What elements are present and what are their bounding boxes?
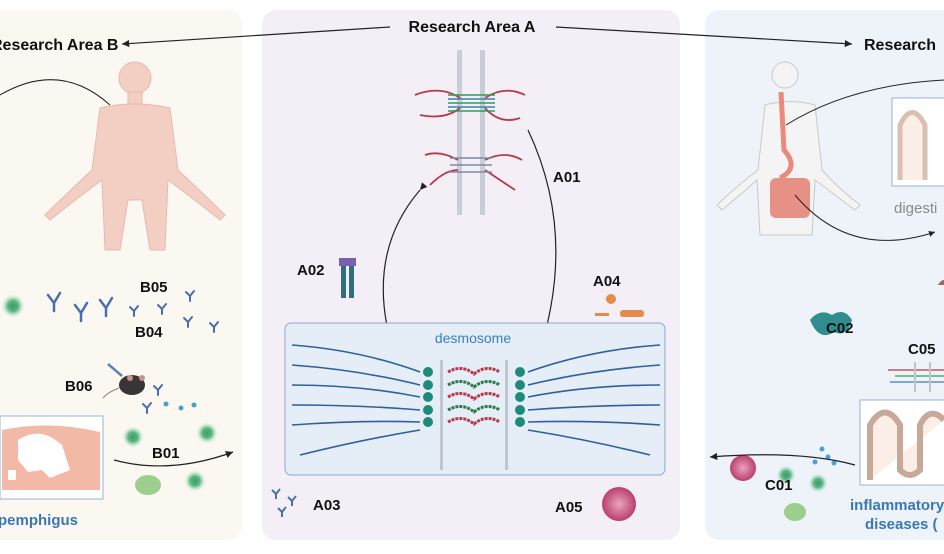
arrow-to-area-c <box>555 26 853 48</box>
label-a04: A04 <box>593 273 621 290</box>
arrow-c01 <box>709 452 856 466</box>
title-area-a: Research Area A <box>409 19 536 36</box>
connector-line <box>0 79 111 106</box>
antibody-icons <box>46 290 219 414</box>
mouse-icon <box>102 363 145 399</box>
label-a03: A03 <box>313 497 341 514</box>
pemphigus-skin-tissue <box>0 415 104 500</box>
title-area-c: Research <box>864 37 936 54</box>
arrow-to-area-b <box>121 26 391 48</box>
label-pemphigus: pemphigus <box>0 512 78 529</box>
desmosome-plaque-right <box>515 367 525 427</box>
label-a05: A05 <box>555 499 583 516</box>
label-c02: C02 <box>826 320 854 337</box>
human-body-skin-illustration <box>44 61 226 251</box>
label-digestive: digesti <box>894 200 937 217</box>
label-a01: A01 <box>553 169 581 186</box>
label-c05: C05 <box>908 341 936 358</box>
granulocyte-icon <box>784 503 806 521</box>
cadherin-structure-icon <box>414 50 526 215</box>
connector-arrow <box>794 194 936 241</box>
label-c01: C01 <box>765 477 793 494</box>
immune-cell-icon <box>196 422 218 444</box>
label-ibd-line1: inflammatory <box>850 497 944 514</box>
label-b04: B04 <box>135 324 163 341</box>
c05-junction-icon <box>888 362 944 392</box>
label-b06: B06 <box>65 378 93 395</box>
human-digestive-illustration <box>716 61 861 236</box>
label-b01: B01 <box>152 445 180 462</box>
label-desmosome: desmosome <box>435 330 511 346</box>
connector-line <box>785 79 944 126</box>
c02-protein-icon <box>810 311 852 336</box>
label-a02: A02 <box>297 262 325 279</box>
immune-cell-icon <box>122 426 144 448</box>
digestive-tissue-panel <box>891 97 944 187</box>
desmosome-panel: desmosome <box>284 322 666 476</box>
label-b05: B05 <box>140 279 168 296</box>
ibd-tissue-panel <box>859 399 944 486</box>
keratin-filaments <box>291 344 661 456</box>
a03-antibody-icons <box>271 488 297 517</box>
immune-cell-icon <box>808 473 828 493</box>
immune-cell-icon <box>1 294 25 318</box>
desmosome-plaque-left <box>423 367 433 427</box>
label-ibd-line2: diseases ( <box>865 516 938 533</box>
red-blood-cell-icon <box>602 487 636 521</box>
immune-cell-icon <box>184 470 206 492</box>
granulocyte-icon <box>135 475 161 495</box>
arrow-b01 <box>113 451 234 467</box>
immune-cell-icon <box>776 465 796 485</box>
receptor-icon <box>339 258 356 298</box>
c-protein-icon <box>938 280 944 285</box>
a04-molecule-icon <box>595 294 644 317</box>
small-particles <box>812 446 837 466</box>
red-blood-cell-icon <box>730 455 756 481</box>
title-area-b: Research Area B <box>0 37 118 54</box>
small-particles <box>163 401 197 411</box>
